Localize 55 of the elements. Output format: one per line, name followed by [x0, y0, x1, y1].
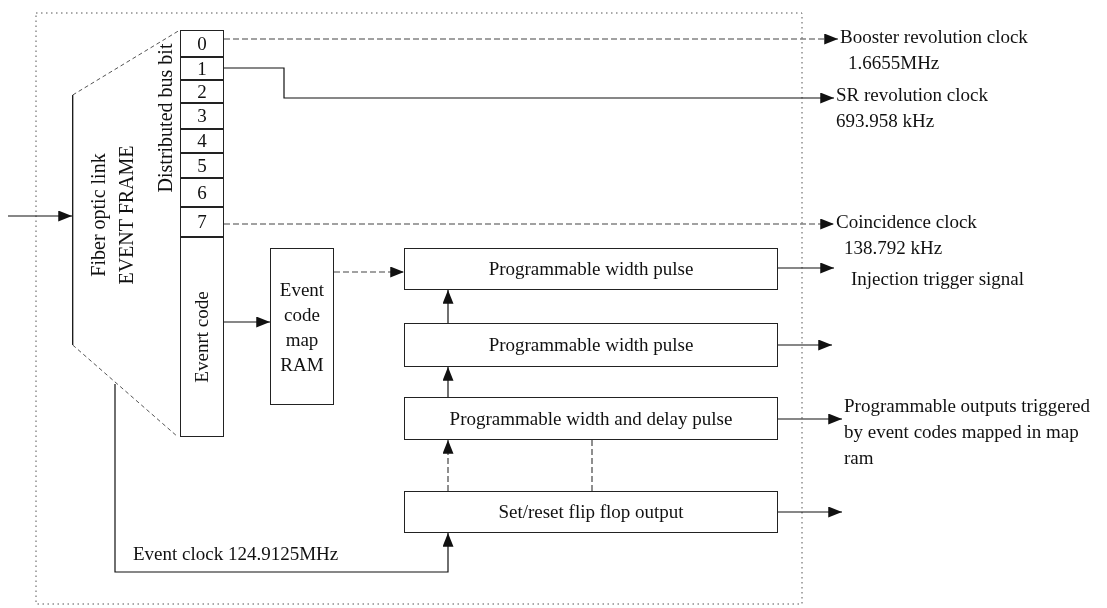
arrow — [7, 210, 73, 222]
bit-number: 3 — [197, 106, 207, 126]
bit-cell — [180, 207, 224, 237]
arrow — [333, 266, 405, 278]
box-label: Programmable width and delay pulse — [449, 407, 733, 430]
output-label: 138.792 kHz — [844, 237, 943, 258]
process-box — [404, 397, 778, 440]
bit-number: 2 — [197, 81, 207, 102]
bit-cell — [180, 129, 224, 153]
arrow — [442, 289, 454, 324]
bit-number: 0 — [197, 33, 207, 54]
frame-label: Fiber optic link — [86, 152, 111, 279]
bit-cell — [180, 178, 224, 207]
output-label: Injection trigger signal — [851, 268, 1025, 289]
box-label: Event code map RAM — [278, 277, 326, 377]
column-heading: Distributed bus bit — [154, 43, 176, 193]
arrow — [223, 67, 835, 104]
bit-number: 6 — [197, 182, 207, 203]
frame-outline — [72, 30, 180, 437]
arrow — [777, 413, 843, 425]
arrow — [442, 366, 454, 398]
box-label: Programmable width pulse — [488, 334, 694, 356]
output-label: Programmable outputs triggered by event codes mapped in map ram — [844, 395, 1090, 468]
cell-label: Evenrt code — [191, 291, 213, 383]
bit-cell — [180, 103, 224, 129]
process-box — [270, 248, 334, 405]
arrow — [777, 339, 833, 351]
bit-number: 1 — [197, 58, 207, 79]
bit-number: 4 — [197, 131, 207, 151]
box-label: Set/reset flip flop output — [498, 501, 684, 523]
bit-number: 5 — [197, 155, 207, 176]
connector-line — [591, 439, 593, 492]
bit-cell — [180, 30, 224, 57]
output-label: 693.958 kHz — [836, 110, 935, 131]
arrow — [223, 218, 835, 230]
arrow — [777, 262, 835, 274]
arrow — [223, 316, 271, 328]
arrow — [223, 33, 839, 45]
register-cell — [180, 237, 224, 437]
output-label: Booster revolution clock — [840, 26, 1028, 47]
box-label: Programmable width pulse — [488, 258, 694, 280]
bit-cell — [180, 57, 224, 80]
bit-number: 7 — [197, 212, 207, 232]
bit-cell — [180, 153, 224, 178]
process-box — [404, 491, 778, 533]
process-box — [404, 323, 778, 367]
frame-label: EVENT FRAME — [114, 145, 138, 285]
bit-cell — [180, 80, 224, 103]
arrow — [777, 506, 843, 518]
process-box — [404, 248, 778, 290]
arrow — [442, 439, 454, 492]
output-label: 1.6655MHz — [848, 52, 940, 73]
arrow — [114, 383, 454, 573]
output-label: Coincidence clock — [836, 211, 977, 232]
output-label: SR revolution clock — [836, 84, 988, 105]
